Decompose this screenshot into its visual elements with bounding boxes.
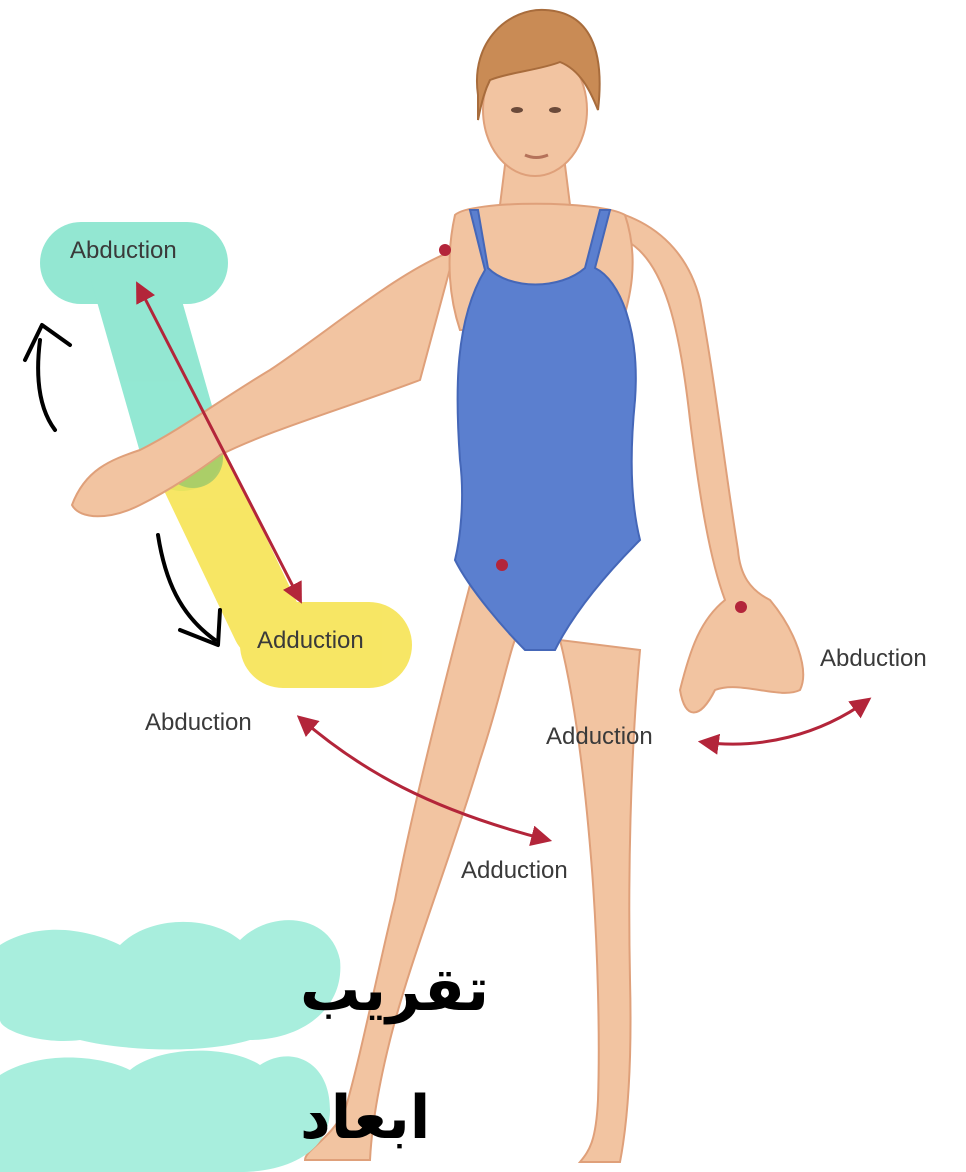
arabic-text-1: تقريب: [300, 955, 489, 1025]
arm-abduction-label: Abduction: [70, 237, 177, 264]
wrist-joint-dot: [735, 601, 747, 613]
arabic-text-2: ابعاد: [300, 1083, 430, 1153]
hip-joint-dot: [496, 559, 508, 571]
hand-adduction-label: Adduction: [546, 723, 653, 750]
hand-motion-arrow: [702, 700, 868, 744]
handwritten-up-arrow: [25, 325, 70, 430]
yellow-highlight: [195, 472, 412, 688]
right-arm: [625, 215, 803, 713]
right-leg: [560, 640, 640, 1162]
arm-adduction-label: Adduction: [257, 627, 364, 654]
hand-abduction-label: Abduction: [820, 645, 927, 672]
shoulder-joint-dot: [439, 244, 451, 256]
leg-abduction-label: Abduction: [145, 709, 252, 736]
leg-adduction-label: Adduction: [461, 857, 568, 884]
